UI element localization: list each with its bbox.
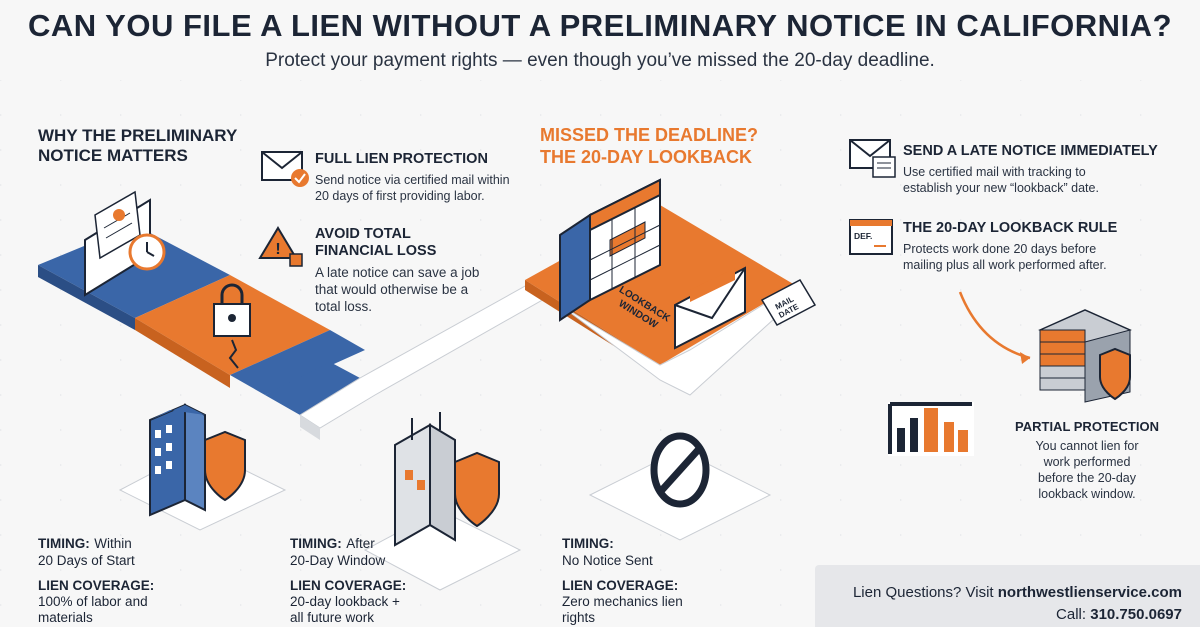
scenario-2-timing-label: TIMING: xyxy=(290,536,342,551)
scenario-1: TIMING: Within 20 Days of Start LIEN COV… xyxy=(38,535,154,626)
scenario-1-coverage-1: 100% of labor and xyxy=(38,594,148,609)
scenario-3-coverage-1: Zero mechanics lien xyxy=(562,594,683,609)
scenario-1-coverage-2: materials xyxy=(38,610,93,625)
scenario-2-construction-icon xyxy=(363,412,522,591)
envelope-check-icon xyxy=(261,151,309,187)
deadline-doc-icon-label: DEF. xyxy=(854,231,873,241)
footer-phone-link[interactable]: 310.750.0697 xyxy=(1090,606,1182,623)
scenario-2: TIMING: After 20-Day Window LIEN COVERAG… xyxy=(290,535,406,626)
mail-date-tag xyxy=(760,279,817,326)
scenario-3: TIMING: No Notice Sent LIEN COVERAGE: Ze… xyxy=(562,535,683,626)
send-late-notice-title: SEND A LATE NOTICE IMMEDIATELY xyxy=(903,143,1158,159)
calendar-icon xyxy=(559,178,661,322)
footer-phone-line: Call: 310.750.0697 xyxy=(1056,606,1182,623)
path-segment-blue-2 xyxy=(230,330,365,395)
scenario-2-coverage-label: LIEN COVERAGE: xyxy=(290,578,407,593)
full-lien-protection-text: Send notice via certified mail within 20… xyxy=(315,173,510,203)
avoid-total-loss-title: AVOID TOTAL FINANCIAL LOSS xyxy=(315,226,437,259)
partial-protection-block: PARTIAL PROTECTION You cannot lien for w… xyxy=(1012,418,1162,502)
scenario-2-timing-value-2: 20-Day Window xyxy=(290,553,386,568)
scenario-2-timing-value-1: After xyxy=(346,536,375,551)
partial-protection-text: You cannot lien for work performed befor… xyxy=(1035,439,1139,501)
partial-protection-title: PARTIAL PROTECTION xyxy=(1015,419,1159,434)
page-title: CAN YOU FILE A LIEN WITHOUT A PRELIMINAR… xyxy=(27,8,1173,43)
full-lien-protection-title: FULL LIEN PROTECTION xyxy=(315,151,488,167)
scenario-3-coverage-label: LIEN COVERAGE: xyxy=(562,578,679,593)
full-lien-protection-block: FULL LIEN PROTECTION Send notice via cer… xyxy=(315,151,510,204)
scenario-1-timing-value-2: 20 Days of Start xyxy=(38,553,135,568)
envelope-icon xyxy=(674,266,746,350)
avoid-total-loss-block: AVOID TOTAL FINANCIAL LOSS A late notice… xyxy=(315,226,479,315)
warning-icon: ! xyxy=(258,226,303,267)
deadline-doc-icon xyxy=(849,219,893,255)
padlock-icon xyxy=(213,283,251,369)
scenario-1-timing-value-1: Within xyxy=(94,536,132,551)
send-late-notice-text: Use certified mail with tracking to esta… xyxy=(903,165,1099,195)
company-logo-icon xyxy=(888,402,974,456)
lookback-rule-text: Protects work done 20 days before mailin… xyxy=(903,242,1107,272)
envelope-doc-icon xyxy=(849,139,896,178)
scenario-1-coverage-label: LIEN COVERAGE: xyxy=(38,578,155,593)
lookback-rule-block: THE 20-DAY LOOKBACK RULE Protects work d… xyxy=(903,220,1117,273)
page-subtitle: Protect your payment rights — even thoug… xyxy=(265,50,935,71)
scenario-1-building-icon xyxy=(118,403,287,531)
left-section-heading: WHY THE PRELIMINARY NOTICE MATTERS xyxy=(38,126,238,165)
send-late-notice-block: SEND A LATE NOTICE IMMEDIATELY Use certi… xyxy=(903,143,1158,196)
footer-panel xyxy=(815,565,1200,627)
footer-website-line: Lien Questions? Visit northwestlienservi… xyxy=(852,584,1182,601)
notice-envelope-clock-icon xyxy=(84,190,166,297)
svg-text:!: ! xyxy=(275,241,280,258)
scenario-2-coverage-2: all future work xyxy=(290,610,375,625)
scenario-3-no-symbol-icon xyxy=(588,432,772,541)
avoid-total-loss-text: A late notice can save a job that would … xyxy=(315,265,480,314)
scenario-3-timing-value-2: No Notice Sent xyxy=(562,553,653,568)
scenario-3-timing-label: TIMING: xyxy=(562,536,614,551)
scenario-2-coverage-1: 20-day lookback + xyxy=(290,594,400,609)
scenario-1-timing-label: TIMING: xyxy=(38,536,90,551)
lookback-rule-title: THE 20-DAY LOOKBACK RULE xyxy=(903,220,1118,236)
scenario-3-coverage-2: rights xyxy=(562,610,596,625)
footer-website-link[interactable]: northwestlienservice.com xyxy=(997,584,1182,601)
middle-section-heading: MISSED THE DEADLINE? THE 20-DAY LOOKBACK xyxy=(540,125,759,167)
partial-protection-stack-icon xyxy=(958,291,1132,403)
